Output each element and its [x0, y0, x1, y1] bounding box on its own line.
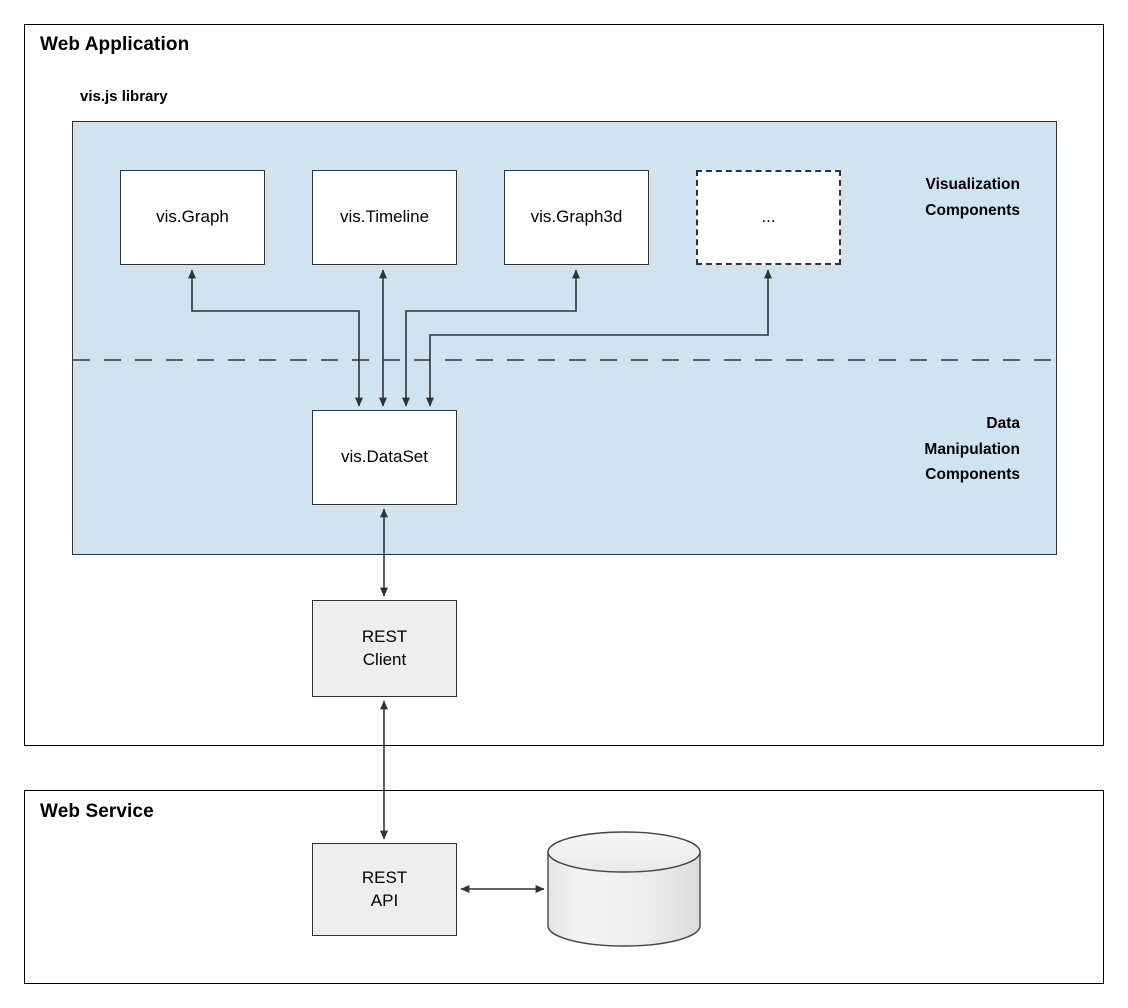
node-vis-graph3d[interactable]: vis.Graph3d: [504, 170, 649, 265]
node-vis-dataset[interactable]: vis.DataSet: [312, 410, 457, 505]
visualization-components-label: Visualization Components: [925, 176, 1020, 219]
node-vis-timeline[interactable]: vis.Timeline: [312, 170, 457, 265]
node-data-store-label: Data: [606, 882, 642, 901]
node-vis-graph[interactable]: vis.Graph: [120, 170, 265, 265]
node-rest-api[interactable]: REST API: [312, 843, 457, 936]
node-more-components[interactable]: ...: [696, 170, 841, 265]
vis-js-library-title: vis.js library: [80, 88, 168, 105]
data-manipulation-components-label: Data Manipulation Components: [924, 415, 1020, 484]
panel-web-application-title: Web Application: [40, 34, 190, 55]
panel-web-service-title: Web Service: [40, 801, 154, 822]
node-rest-client[interactable]: REST Client: [312, 600, 457, 697]
